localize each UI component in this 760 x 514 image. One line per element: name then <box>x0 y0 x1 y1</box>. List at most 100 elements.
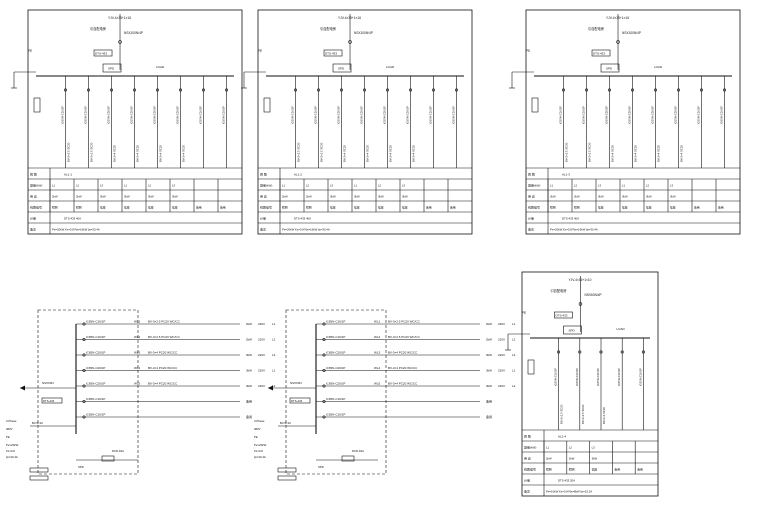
table-row-label: 计量 <box>524 477 530 482</box>
circuit-load: 插座 <box>598 205 604 209</box>
circuit-breaker-label: iC65N-C16/1P <box>554 368 558 386</box>
branch-breaker-label: iC65N-C20/1P <box>86 366 105 370</box>
incoming-note: 引自配电房 <box>320 26 336 31</box>
circuit-breaker-icon <box>641 350 645 354</box>
branch-power: 2kW <box>246 322 252 326</box>
table-row-label: 线路编号 <box>30 204 42 209</box>
calc-note: Pe=20kW <box>6 443 19 447</box>
circuit-load: 照明 <box>574 205 580 209</box>
circuit-phase: L1 <box>124 183 128 187</box>
ammeter-label: DTS-433 <box>555 314 567 318</box>
circuit-cable-label: BV-3×2.5 SC20 <box>581 404 585 424</box>
branch-power: 3kW <box>246 369 252 373</box>
circuit-cable-label: BV-3×2.5 SC20 <box>297 142 301 162</box>
circuit-breaker-label: iC65N-C16/1P <box>697 106 701 124</box>
branch-phase: L1 <box>512 322 516 326</box>
circuit-load: 备用 <box>426 205 432 209</box>
breaker-contact-icon <box>322 384 326 388</box>
circuit-breaker-icon <box>557 350 561 354</box>
branch-breaker-label: iC65N-C20/1P <box>326 351 345 355</box>
circuit-cable-label: BV-3×4 SC20 <box>657 145 661 162</box>
circuit-breaker-label: iC65N-C16/1P <box>429 106 433 124</box>
circuit-breaker-icon <box>362 88 366 92</box>
circuit-phase: L3 <box>402 183 406 187</box>
branch-power: 3kW <box>486 369 492 373</box>
table-row-label: 备注 <box>528 226 534 231</box>
spd-module-icon <box>263 97 271 113</box>
circuit-phase: L2 <box>574 183 578 187</box>
wire-number: WL4 <box>374 366 381 370</box>
calc-note: Kx=0.8 <box>6 449 15 453</box>
rcd-box <box>341 455 355 462</box>
circuit-breaker-label: iC65N-C16/1P <box>720 106 724 124</box>
meter-box <box>289 397 311 404</box>
breaker-contact-icon <box>322 322 326 326</box>
circuit-phase: L2 <box>76 183 80 187</box>
branch-phase: L2 <box>512 338 516 342</box>
circuit-cable-label: BV-3×2.5 SC20 <box>90 142 94 162</box>
table-row-label: 用 途 <box>260 193 267 198</box>
panel-id: AL1-3 <box>562 172 570 176</box>
circuit-power: 2kW <box>52 194 58 198</box>
circuit-cable-label: BV-3×2.5 SC20 <box>67 142 71 162</box>
spd-box <box>563 325 582 335</box>
circuit-load: 插座 <box>646 205 652 209</box>
circuit-power: 3kW <box>592 456 598 460</box>
branch-cable-label: BV-3×2.5 PC20 WC/CC <box>388 320 421 324</box>
branch-power: 备用 <box>246 399 252 404</box>
incoming-note: 引自配电房 <box>588 26 604 31</box>
circuit-load: 插座 <box>670 205 676 209</box>
circuit-cable-label: BV-3×4 SC20 <box>680 145 684 162</box>
load-label: LOAD <box>654 65 663 69</box>
wire-number: WL5 <box>374 382 381 386</box>
circuit-breaker-icon <box>87 88 91 92</box>
circuit-cable-label: BV-3×4 SC20 <box>136 145 140 162</box>
branch-phase: L3 <box>272 353 276 357</box>
circuit-breaker-label: iC65N-C16/1P <box>582 106 586 124</box>
branch-phase: L2 <box>272 338 276 342</box>
table-row-label: 计量 <box>30 215 36 220</box>
circuit-breaker-label: iC65N-C20/1P <box>130 106 134 124</box>
incoming-note: 引自配电房 <box>90 26 106 31</box>
circuit-breaker-icon <box>454 88 458 92</box>
branch-phase: L1 <box>272 322 276 326</box>
circuit-breaker-label: iC65N-C16/1P <box>638 368 642 386</box>
meter-note: DTS-433 40A <box>294 216 311 220</box>
circuit-breaker-icon <box>699 88 703 92</box>
branch-power: 备用 <box>486 414 492 419</box>
circuit-breaker-icon <box>385 88 389 92</box>
circuit-breaker-icon <box>179 88 183 92</box>
ammeter-label: DTS-433 <box>325 52 337 56</box>
meter-box <box>41 397 63 404</box>
terminal-strip <box>277 475 297 481</box>
spd-label: SPD <box>318 465 324 469</box>
breaker-contact-icon <box>578 302 583 306</box>
circuit-power: 3kW <box>378 194 384 198</box>
breaker-contact-icon <box>348 40 352 44</box>
branch-power: 3kW <box>246 384 252 388</box>
circuit-load: 插座 <box>402 205 408 209</box>
spd-label: SPD <box>108 67 115 71</box>
pe-bar-label: PE <box>258 49 262 53</box>
breaker-contact-icon <box>322 353 326 357</box>
branch-power: 2kW <box>246 338 252 342</box>
circuit-power: 3kW <box>148 194 154 198</box>
circuit-cable-label: BV-3×4 SC20 <box>602 407 606 424</box>
table-row-label: 容量(kW) <box>528 182 540 187</box>
circuit-breaker-icon <box>578 350 582 354</box>
branch-breaker-label: iC65N-C16/1P <box>326 397 345 401</box>
circuit-phase: L1 <box>282 183 286 187</box>
meter-note: DTS-433 20A <box>558 478 575 482</box>
circuit-breaker-label: iC65N-C20/1P <box>605 106 609 124</box>
circuit-breaker-label: iC65N-C16/1P <box>314 106 318 124</box>
wire-number: WL3 <box>134 351 141 355</box>
branch-voltage: 220V <box>258 369 265 373</box>
circuit-cable-label: BV-3×2.5 SC20 <box>320 142 324 162</box>
panel-enclosure-dashed <box>285 309 387 475</box>
branch-voltage: 220V <box>498 384 505 388</box>
breaker-contact-icon <box>82 368 86 372</box>
load-calc-note: Pe=20kW Kx=0.8 Pjs=16kW Ijs=30.4A <box>550 227 598 231</box>
calc-note: Ijs=30.4A <box>6 455 18 459</box>
table-row-label: 回 路 <box>528 171 535 176</box>
circuit-breaker-icon <box>431 88 435 92</box>
